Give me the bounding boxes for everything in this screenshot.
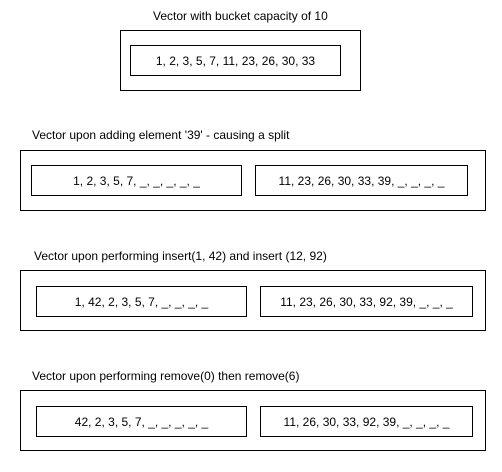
section-3-title: Vector upon performing insert(1, 42) and… <box>34 249 327 263</box>
section-3-vector: 1, 42, 2, 3, 5, 7, _, _, _, _ 11, 23, 26… <box>20 270 486 331</box>
section-4-bucket-1: 42, 2, 3, 5, 7, _, _, _, _, _ <box>36 406 247 437</box>
section-1-vector: 1, 2, 3, 5, 7, 11, 23, 26, 30, 33 <box>120 30 361 91</box>
section-4-title: Vector upon performing remove(0) then re… <box>32 369 300 383</box>
section-1-title: Vector with bucket capacity of 10 <box>153 9 328 23</box>
section-3-bucket-1: 1, 42, 2, 3, 5, 7, _, _, _, _ <box>36 286 247 317</box>
section-2-title: Vector upon adding element '39' - causin… <box>32 128 290 142</box>
section-2-bucket-2: 11, 23, 26, 30, 33, 39, _, _, _, _ <box>255 165 468 196</box>
section-2-bucket-1: 1, 2, 3, 5, 7, _, _, _, _, _ <box>31 165 242 196</box>
section-4-vector: 42, 2, 3, 5, 7, _, _, _, _, _ 11, 26, 30… <box>20 390 486 451</box>
section-3-bucket-2: 11, 23, 26, 30, 33, 92, 39, _, _, _ <box>260 286 473 317</box>
section-4-bucket-2: 11, 26, 30, 33, 92, 39, _, _, _, _ <box>260 406 473 437</box>
section-1-bucket-1: 1, 2, 3, 5, 7, 11, 23, 26, 30, 33 <box>130 45 341 76</box>
section-2-vector: 1, 2, 3, 5, 7, _, _, _, _, _ 11, 23, 26,… <box>20 150 486 211</box>
